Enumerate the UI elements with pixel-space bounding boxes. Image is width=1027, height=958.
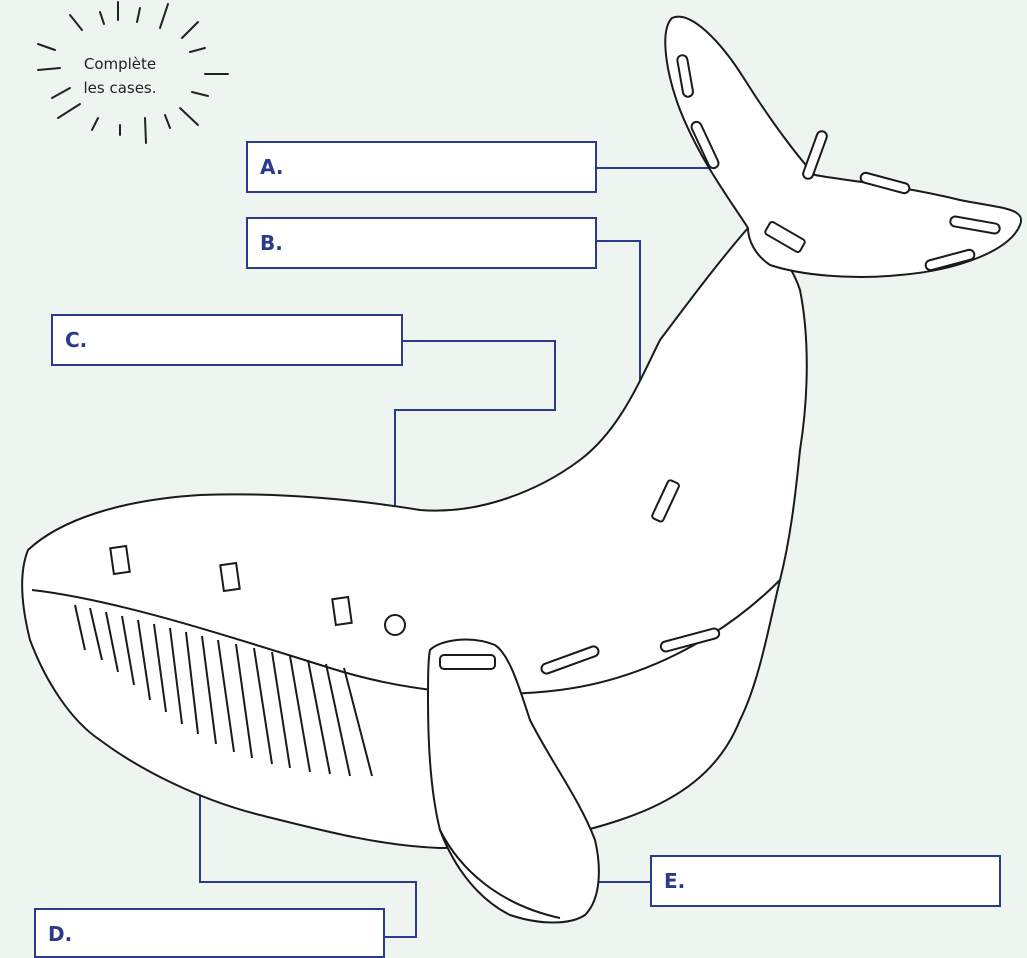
label-letter-b: B. — [260, 231, 283, 255]
whale-fin — [427, 638, 600, 924]
throat-grooves — [74, 604, 373, 777]
label-box-e[interactable]: E. — [650, 855, 1001, 907]
label-box-d[interactable]: D. — [34, 908, 385, 958]
instruction-text: Complète les cases. — [70, 52, 170, 100]
instruction-line1: Complète — [83, 55, 157, 73]
whale-illustration — [21, 15, 1023, 924]
whale-tail — [664, 15, 1023, 278]
label-letter-d: D. — [48, 922, 73, 946]
lacing-slots — [109, 54, 1001, 675]
label-box-c[interactable]: C. — [51, 314, 403, 366]
instruction-line2: les cases. — [83, 79, 157, 97]
label-letter-a: A. — [260, 155, 284, 179]
label-letter-e: E. — [664, 869, 686, 893]
whale-mouth — [31, 579, 781, 695]
leader-line-c — [394, 340, 556, 625]
whale-body — [21, 227, 808, 849]
label-box-b[interactable]: B. — [246, 217, 597, 269]
label-box-a[interactable]: A. — [246, 141, 597, 193]
sunburst-icon — [37, 1, 229, 144]
leader-line-d — [199, 676, 417, 938]
label-letter-c: C. — [65, 328, 88, 352]
